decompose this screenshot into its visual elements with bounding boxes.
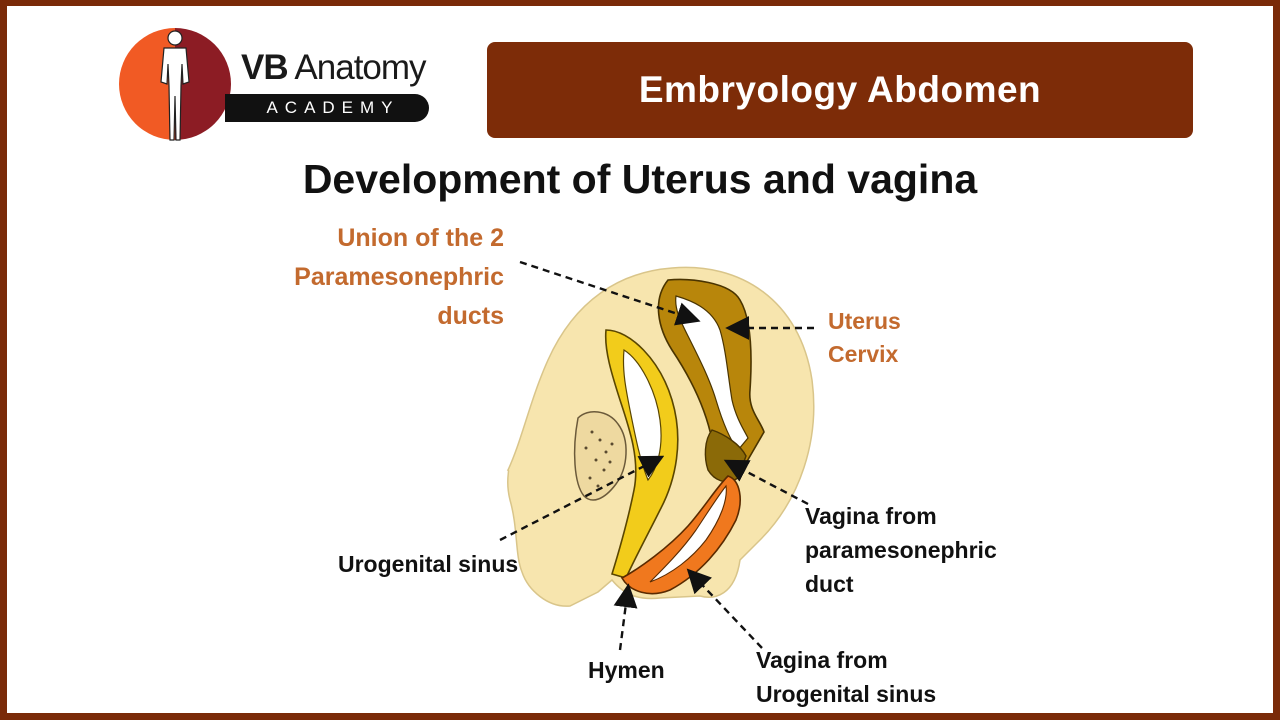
- pointer-vagina-urogenital: [686, 568, 763, 649]
- label-line: Union of the 2: [337, 224, 504, 252]
- pointer-hymen: [613, 583, 638, 651]
- label-line: Paramesonephric: [294, 263, 504, 291]
- label-line: Vagina from: [805, 503, 937, 529]
- pointer-vagina-paramesonephric: [723, 459, 809, 506]
- label-uterus-cervix: Uterus Cervix: [828, 305, 901, 371]
- pointer-union: [519, 260, 701, 326]
- label-line: Urogenital sinus: [756, 681, 937, 707]
- logo-academy-badge: ACADEMY: [225, 94, 429, 122]
- label-line: ducts: [437, 302, 504, 330]
- label-line: Cervix: [828, 341, 899, 367]
- label-urogenital-sinus: Urogenital sinus: [338, 551, 519, 577]
- urogenital-sinus-vagina: [620, 475, 741, 595]
- label-hymen: Hymen: [588, 657, 665, 683]
- pointer-urogenital-sinus: [499, 455, 665, 542]
- pubic-bone: [573, 411, 627, 501]
- label-line: duct: [805, 571, 854, 597]
- logo-brand-name: VB Anatomy: [241, 48, 427, 88]
- label-union-paramesonephric: Union of the 2 Paramesonephric ducts: [294, 219, 504, 336]
- label-line: Vagina from: [756, 647, 888, 673]
- logo-emblem-icon: [119, 28, 231, 141]
- logo-brand-rest: Anatomy: [287, 48, 426, 87]
- bladder-lumen: [622, 348, 662, 482]
- page-title: Development of Uterus and vagina: [302, 156, 978, 202]
- logo-brand-bold: VB: [241, 48, 289, 87]
- header-banner: Embryology Abdomen: [487, 42, 1193, 138]
- vaginal-lumen: [649, 484, 727, 583]
- uterine-cavity: [675, 295, 749, 451]
- label-line: paramesonephric: [805, 537, 997, 563]
- label-vagina-paramesonephric: Vagina from paramesonephric duct: [805, 499, 997, 601]
- label-vagina-urogenital-sinus: Vagina from Urogenital sinus: [756, 643, 936, 711]
- logo: VB Anatomy ACADEMY: [117, 24, 457, 144]
- bone-speckles: [584, 430, 614, 488]
- label-line: Uterus: [828, 308, 901, 334]
